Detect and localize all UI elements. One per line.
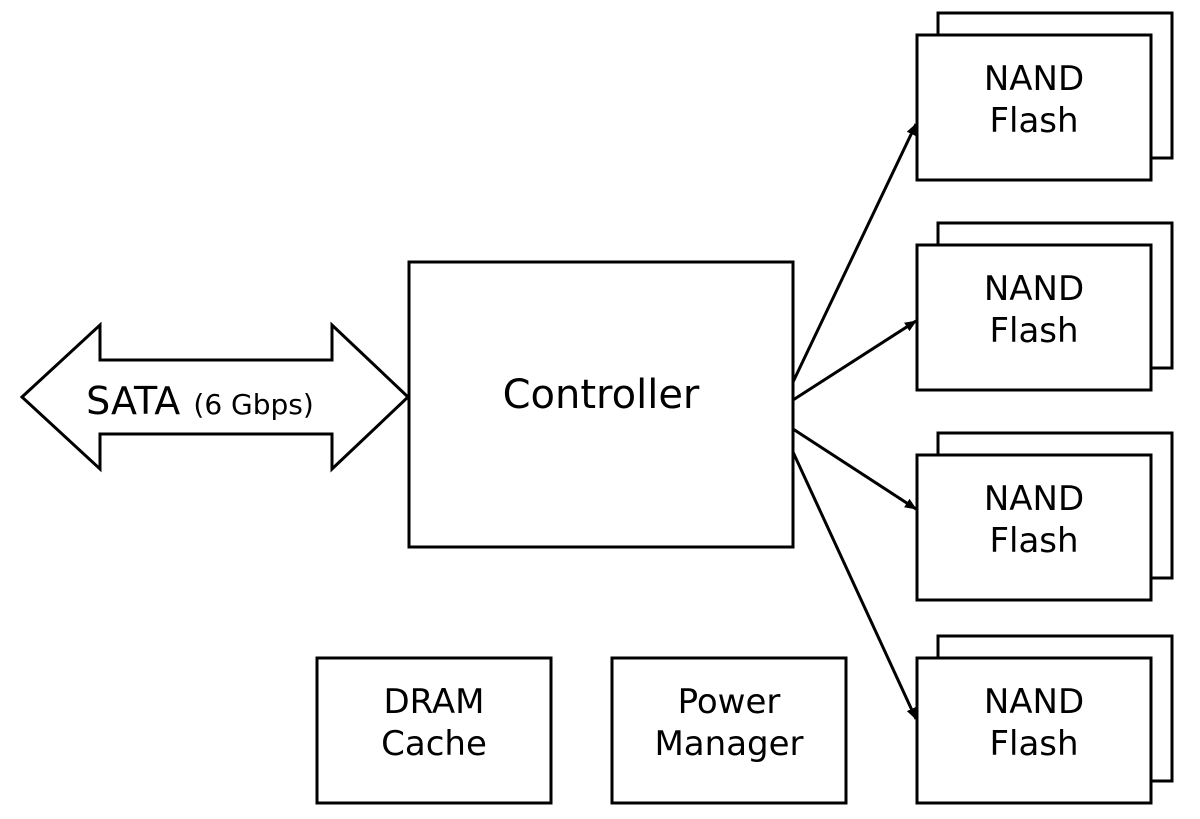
arrow-to-nand-1	[791, 123, 918, 383]
nand-flash-front-box	[915, 656, 1153, 805]
dram-cache-block: DRAM Cache	[315, 656, 553, 805]
power-manager-box	[610, 656, 848, 805]
nand-flash-line2: Flash	[989, 311, 1078, 351]
nand-flash-4: NAND Flash	[915, 634, 1174, 805]
dram-cache-box	[315, 656, 553, 805]
sata-speed-text: (6 Gbps)	[193, 388, 313, 421]
nand-flash-line1: NAND	[984, 682, 1084, 722]
nand-flash-line1: NAND	[984, 269, 1084, 309]
controller-label: Controller	[503, 372, 700, 418]
nand-flash-front-box	[915, 33, 1153, 182]
nand-flash-line2: Flash	[989, 724, 1078, 764]
controller-block: Controller	[407, 260, 795, 549]
nand-flash-front-box	[915, 453, 1153, 602]
nand-flash-2: NAND Flash	[915, 221, 1174, 392]
controller-box	[407, 260, 795, 549]
dram-cache-line1: DRAM	[383, 682, 484, 722]
nand-flash-line1: NAND	[984, 479, 1084, 519]
controller-to-nand-arrows	[791, 123, 918, 720]
nand-flash-line2: Flash	[989, 521, 1078, 561]
nand-flash-3: NAND Flash	[915, 431, 1174, 602]
power-manager-block: Power Manager	[610, 656, 848, 805]
dram-cache-line2: Cache	[381, 724, 487, 764]
sata-main-text: SATA	[86, 379, 180, 423]
power-manager-line2: Manager	[654, 724, 803, 764]
nand-flash-1: NAND Flash	[915, 11, 1174, 182]
arrow-to-nand-4	[791, 451, 918, 720]
nand-flash-line2: Flash	[989, 101, 1078, 141]
sata-label: SATA (6 Gbps)	[86, 379, 314, 423]
arrow-to-nand-2	[792, 319, 917, 402]
power-manager-line1: Power	[678, 682, 781, 722]
sata-interface: SATA (6 Gbps)	[19, 321, 411, 473]
arrow-to-nand-3	[792, 427, 917, 511]
nand-flash-front-box	[915, 243, 1153, 392]
nand-flash-line1: NAND	[984, 59, 1084, 99]
